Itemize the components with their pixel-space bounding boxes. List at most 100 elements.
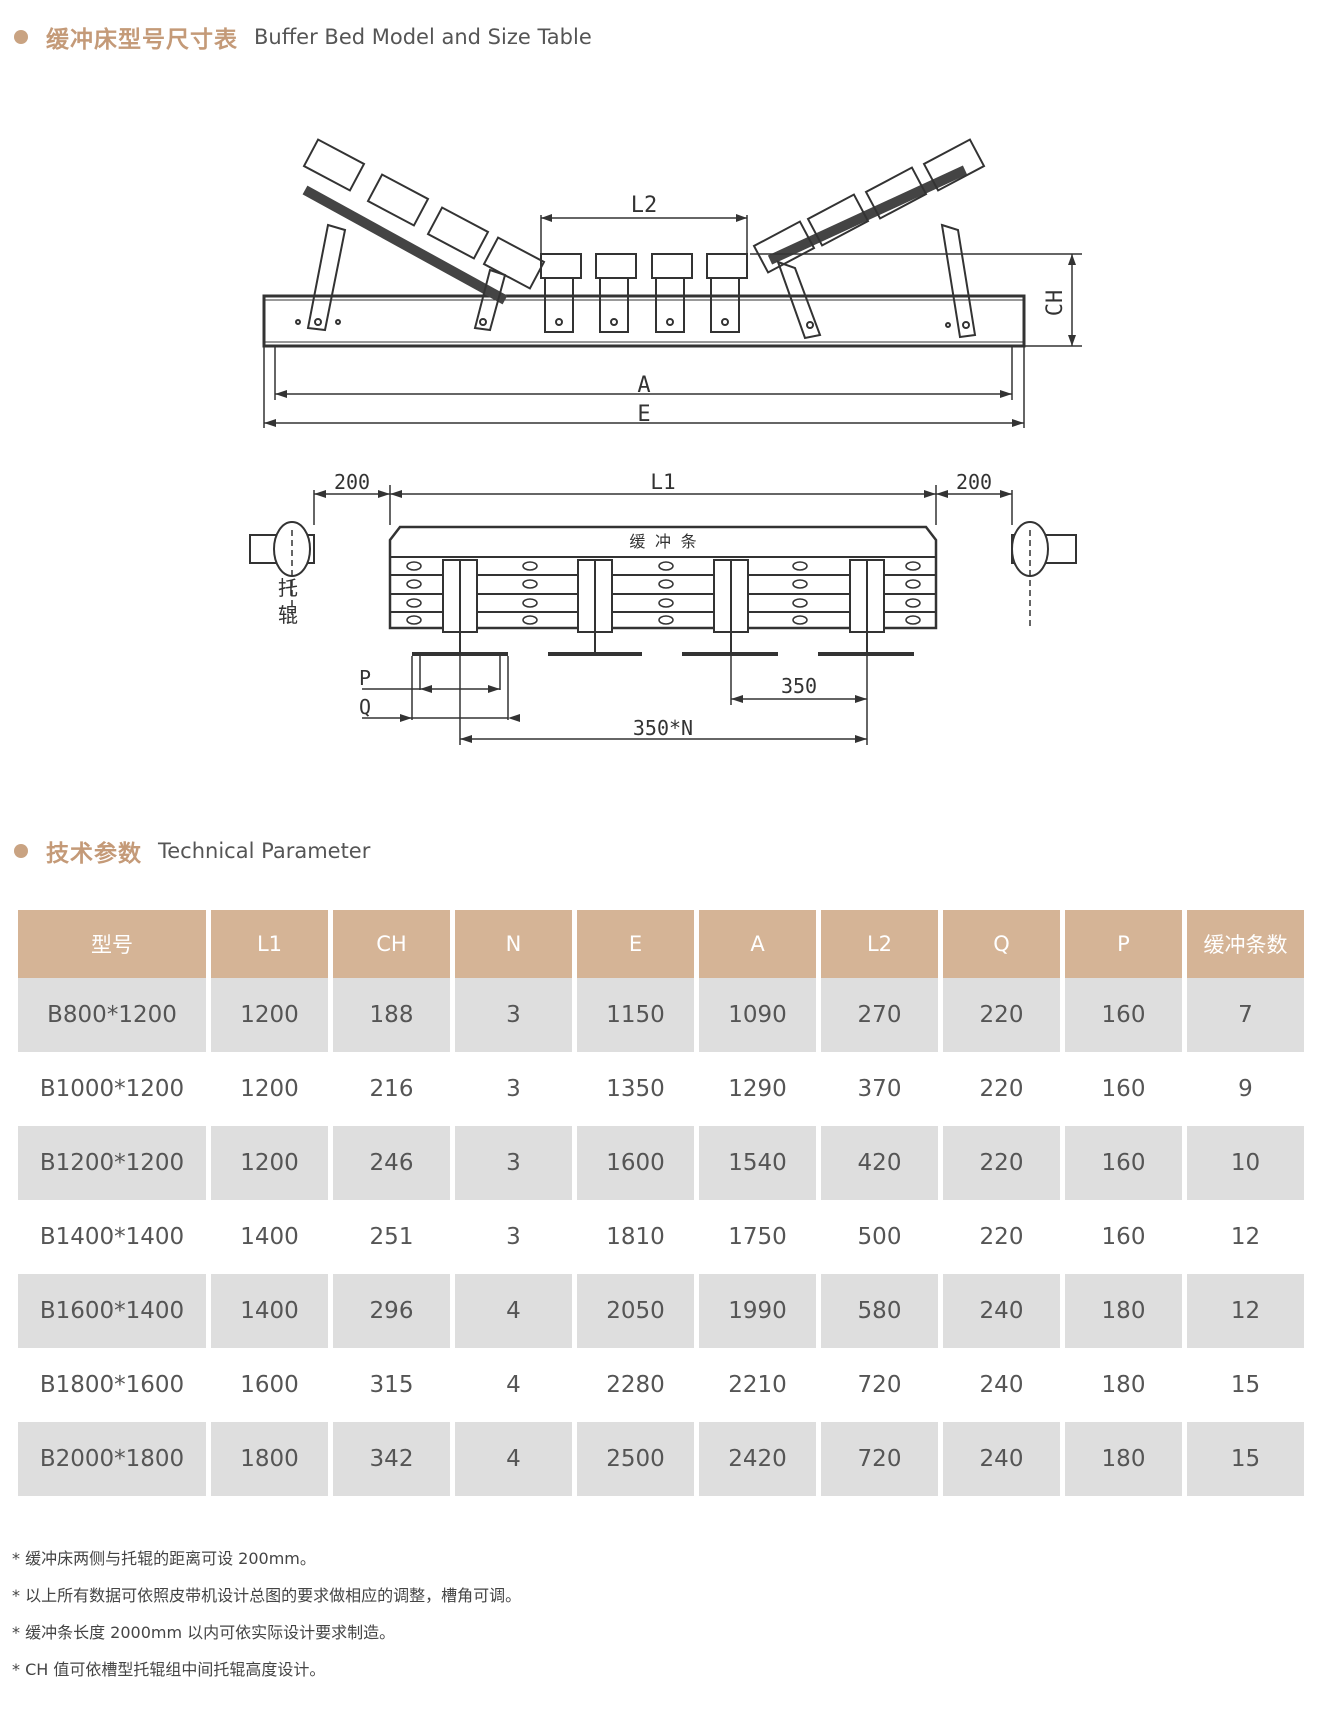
- value-cell: 1200: [211, 978, 328, 1052]
- section-header-tech-params: 技术参数 Technical Parameter: [14, 834, 370, 868]
- value-cell: 240: [979, 1372, 1024, 1398]
- header-cell: L2: [821, 910, 938, 978]
- roller-label-2: 辊: [278, 603, 298, 627]
- header-cell: E: [577, 910, 694, 978]
- value-cell: 3: [506, 1224, 521, 1250]
- header-cell: 型号: [18, 910, 206, 978]
- value-cell: 12: [1230, 1224, 1261, 1250]
- note-item: * 缓冲床两侧与托辊的距离可设 200mm。: [12, 1549, 316, 1568]
- buffer-strip-label: 缓 冲 条: [629, 532, 696, 551]
- side-elevation-view: L2 CH A E: [262, 138, 1082, 428]
- value-cell: 240: [943, 1422, 1060, 1496]
- value-cell: 160: [1065, 1126, 1182, 1200]
- notes-list: * 缓冲床两侧与托辊的距离可设 200mm。 * 以上所有数据可依照皮带机设计总…: [12, 1540, 521, 1688]
- middle-rollers: [540, 253, 748, 333]
- value-cell: 246: [333, 1126, 450, 1200]
- model-cell: B1800*1600: [39, 1372, 185, 1398]
- dim-label-q: Q: [359, 695, 371, 719]
- value-cell: 270: [821, 978, 938, 1052]
- value-cell: 7: [1187, 978, 1304, 1052]
- value-cell: 1350: [606, 1076, 665, 1102]
- bullet-dot-icon: [14, 30, 28, 44]
- value-cell: 1600: [240, 1372, 299, 1398]
- value-cell: 188: [333, 978, 450, 1052]
- value-cell: 10: [1187, 1126, 1304, 1200]
- value-cell: 500: [857, 1224, 902, 1250]
- dim-label-ch: CH: [1043, 290, 1068, 317]
- value-cell: 160: [1065, 978, 1182, 1052]
- value-cell: 2210: [728, 1372, 787, 1398]
- note-item: * 以上所有数据可依照皮带机设计总图的要求做相应的调整，槽角可调。: [12, 1586, 522, 1605]
- dim-label-200-right: 200: [956, 470, 992, 494]
- value-cell: 315: [369, 1372, 414, 1398]
- value-cell: 370: [857, 1076, 902, 1102]
- buffer-bed-body: [388, 525, 938, 630]
- value-cell: 580: [821, 1274, 938, 1348]
- header-cell: N: [455, 910, 572, 978]
- bullet-dot-icon: [14, 844, 28, 858]
- value-cell: 420: [821, 1126, 938, 1200]
- value-cell: 180: [1101, 1372, 1146, 1398]
- header-cell: L1: [211, 910, 328, 978]
- header-cell: 缓冲条数: [1187, 910, 1304, 978]
- value-cell: 1990: [699, 1274, 816, 1348]
- value-cell: 720: [821, 1422, 938, 1496]
- value-cell: 1800: [211, 1422, 328, 1496]
- frame-beam: [262, 294, 1026, 348]
- value-cell: 220: [979, 1076, 1024, 1102]
- value-cell: 160: [1101, 1224, 1146, 1250]
- value-cell: 220: [943, 1126, 1060, 1200]
- value-cell: 180: [1065, 1274, 1182, 1348]
- value-cell: 4: [506, 1372, 521, 1398]
- value-cell: 342: [333, 1422, 450, 1496]
- value-cell: 1810: [606, 1224, 665, 1250]
- left-wing-rollers: [295, 138, 546, 332]
- value-cell: 1750: [728, 1224, 787, 1250]
- model-cell: B800*1200: [18, 978, 206, 1052]
- roller-label-1: 托: [278, 576, 298, 600]
- value-cell: 12: [1187, 1274, 1304, 1348]
- value-cell: 2050: [577, 1274, 694, 1348]
- value-cell: 4: [455, 1274, 572, 1348]
- buffer-bed-drawing: L2 CH A E 200 L1 200: [249, 138, 1082, 745]
- value-cell: 3: [506, 1076, 521, 1102]
- value-cell: 220: [943, 978, 1060, 1052]
- plan-view: 200 L1 200 托 辊 缓 冲 条: [249, 470, 1077, 745]
- value-cell: 160: [1101, 1076, 1146, 1102]
- table-header-row: 型号 L1 CH N E A L2 Q P 缓冲条数: [18, 910, 1304, 978]
- dim-label-l1: L1: [650, 470, 675, 494]
- note-item: * CH 值可依槽型托辊组中间托辊高度设计。: [12, 1660, 326, 1679]
- section-title-en: Technical Parameter: [158, 839, 371, 863]
- value-cell: 720: [857, 1372, 902, 1398]
- dim-label-p: P: [359, 666, 371, 690]
- value-cell: 220: [979, 1224, 1024, 1250]
- value-cell: 1090: [699, 978, 816, 1052]
- value-cell: 296: [333, 1274, 450, 1348]
- dim-label-200-left: 200: [334, 470, 370, 494]
- value-cell: 1150: [577, 978, 694, 1052]
- section-title-en: Buffer Bed Model and Size Table: [254, 25, 592, 49]
- dim-label-350: 350: [781, 674, 817, 698]
- value-cell: 2280: [606, 1372, 665, 1398]
- section-title-cn: 缓冲床型号尺寸表: [46, 27, 238, 53]
- value-cell: 9: [1238, 1076, 1253, 1102]
- value-cell: 251: [369, 1224, 414, 1250]
- section-title-cn: 技术参数: [46, 841, 142, 867]
- dim-label-e: E: [637, 402, 650, 427]
- model-cell: B1600*1400: [18, 1274, 206, 1348]
- value-cell: 1290: [728, 1076, 787, 1102]
- dim-label-350n: 350*N: [633, 716, 693, 740]
- value-cell: 2500: [577, 1422, 694, 1496]
- model-cell: B1400*1400: [39, 1224, 185, 1250]
- header-cell: A: [699, 910, 816, 978]
- value-cell: 1400: [211, 1274, 328, 1348]
- header-cell: P: [1065, 910, 1182, 978]
- value-cell: 15: [1187, 1422, 1304, 1496]
